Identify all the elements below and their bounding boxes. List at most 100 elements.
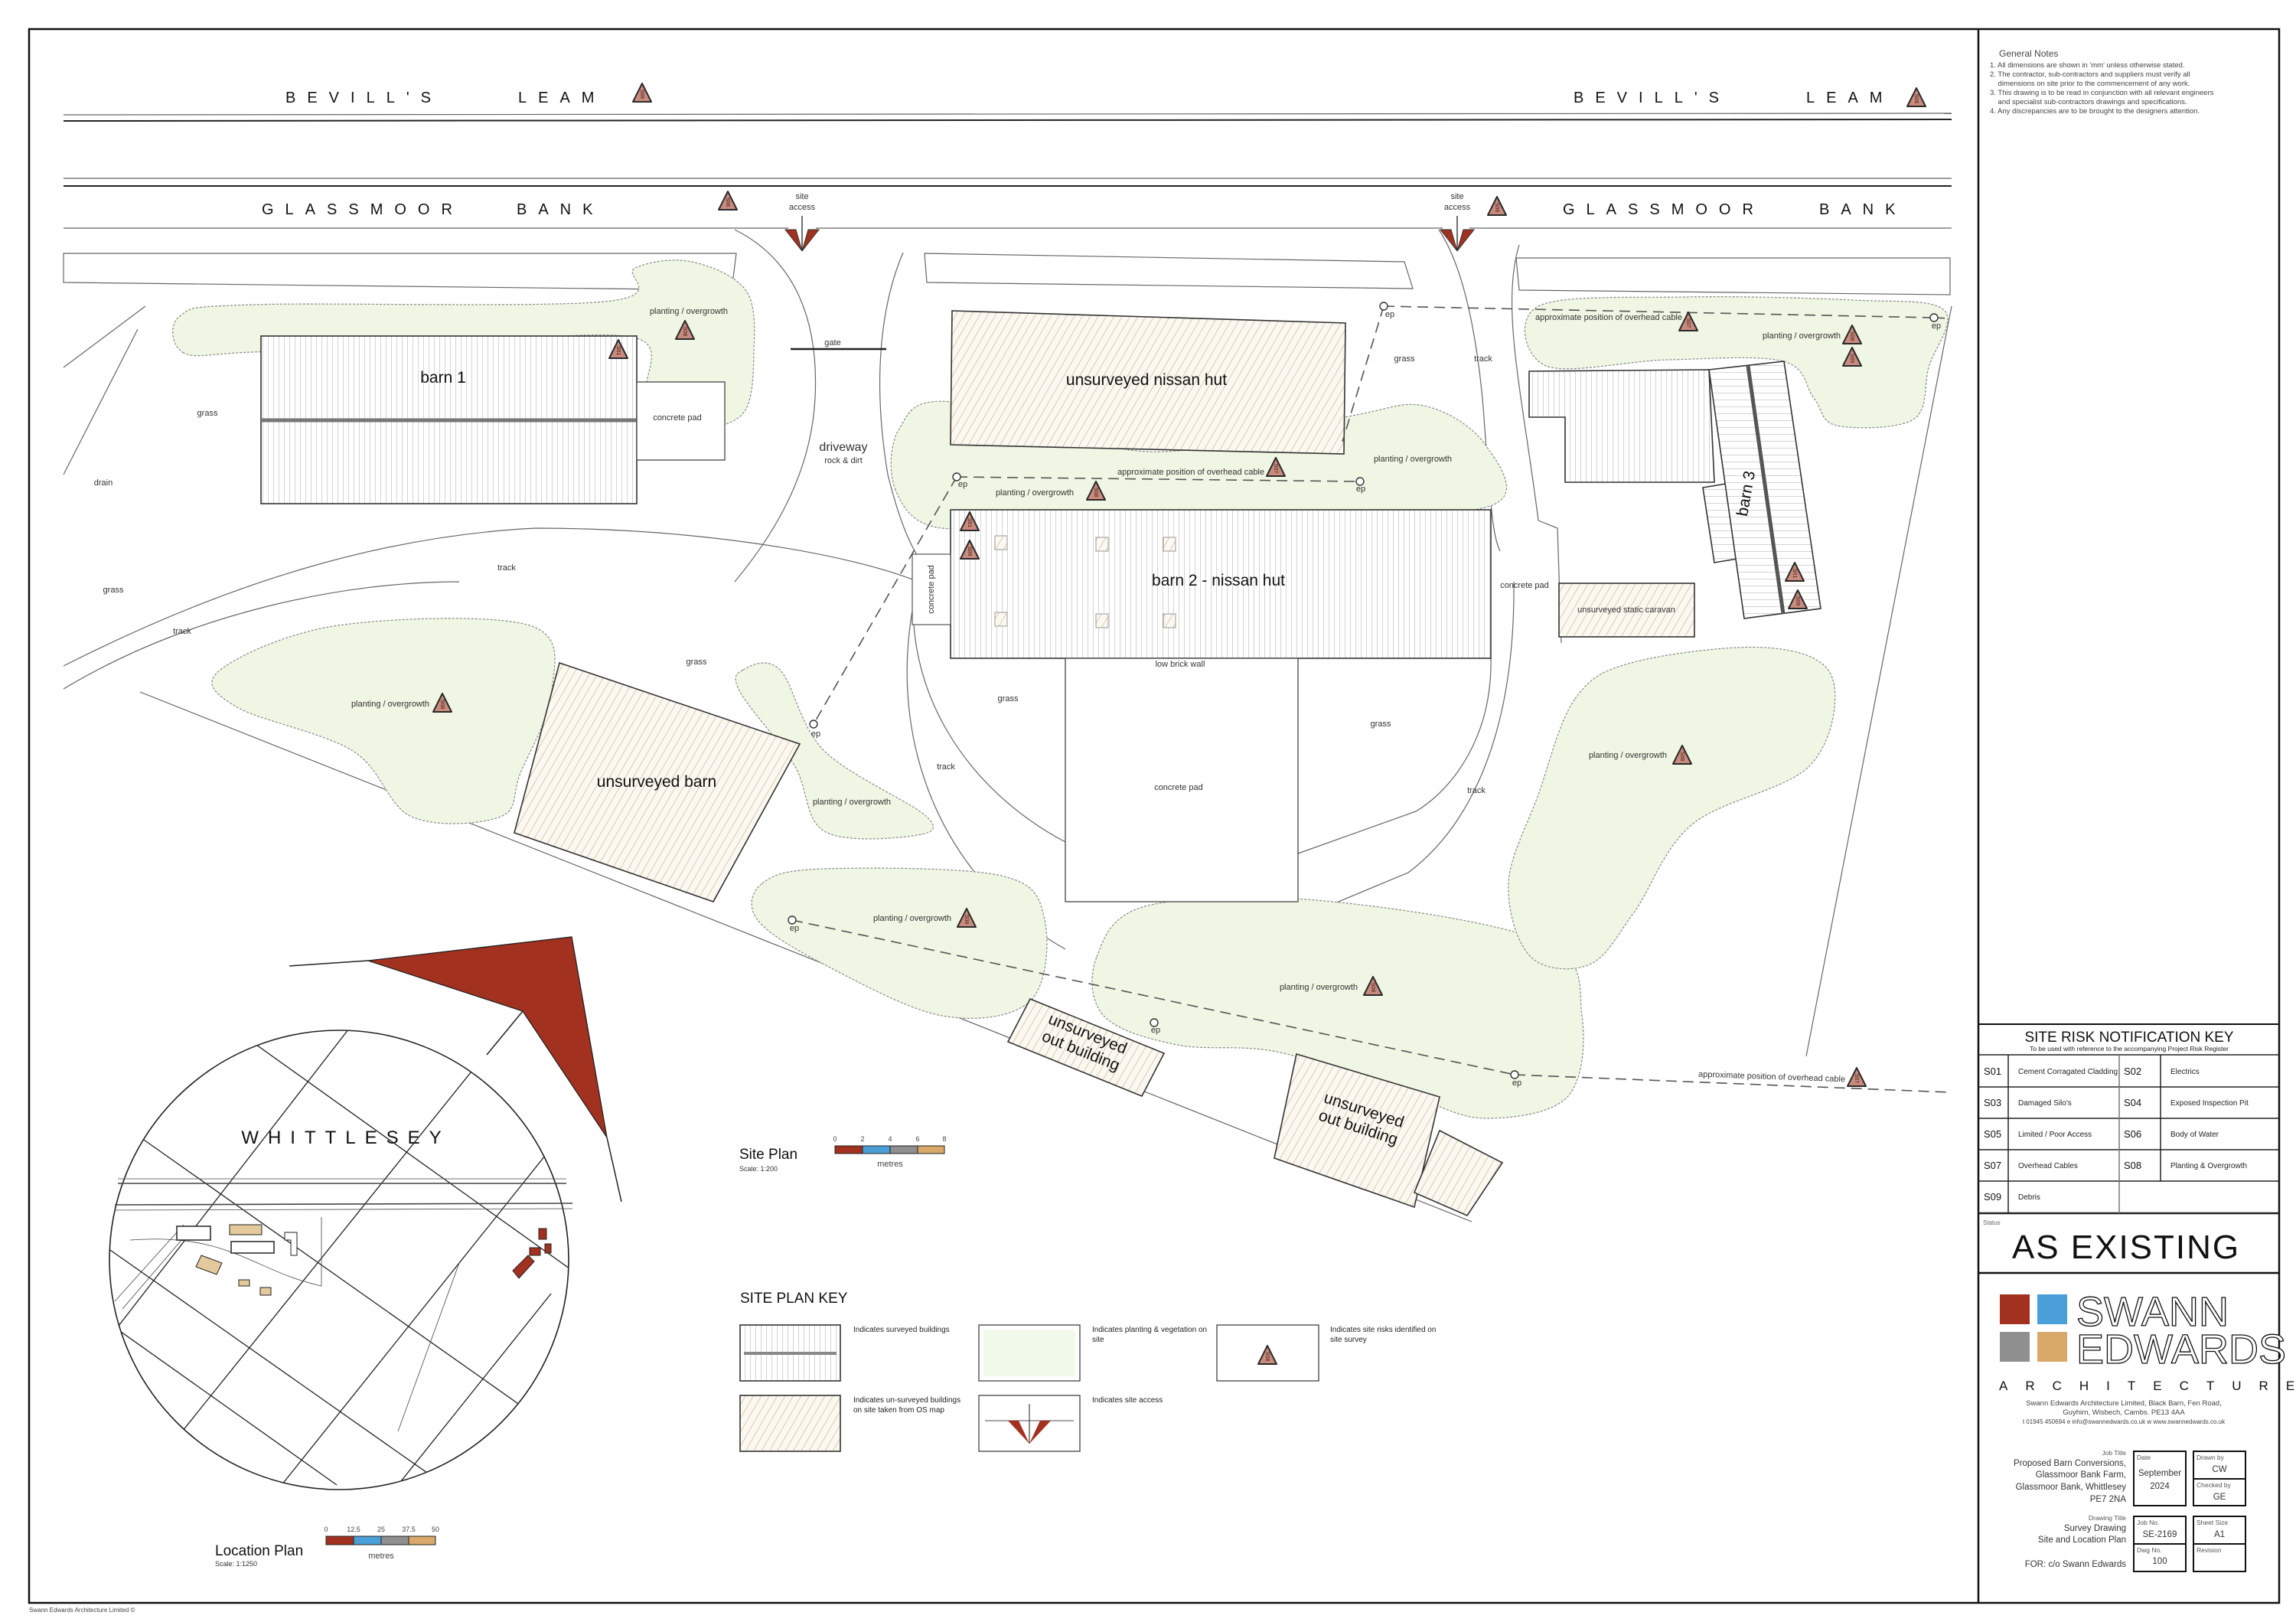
drawing-title-line: Site and Location Plan [2038, 1536, 2126, 1545]
job-title-line: Glassmoor Bank, Whittlesey [2016, 1483, 2127, 1492]
planting-label: planting / overgrowth [873, 914, 951, 923]
planting-label: planting / overgrowth [813, 798, 891, 807]
driveway-sub-label: rock & dirt [824, 456, 863, 465]
gate-label: gate [824, 338, 840, 348]
planting-label: planting / overgrowth [1589, 751, 1667, 760]
company-address: Swann Edwards Architecture Limited, Blac… [2026, 1399, 2222, 1408]
risk-warning-icon: S08 [1363, 976, 1383, 996]
key-risks-text: site survey [1330, 1336, 1367, 1344]
status-value: AS EXISTING [2012, 1229, 2240, 1266]
scale-unit: metres [368, 1552, 394, 1561]
site-access-label: access [789, 203, 816, 212]
planting-area [735, 662, 934, 840]
barn-2-nissan-hut [950, 509, 1492, 659]
low-brick-wall-label: low brick wall [1156, 660, 1205, 669]
overhead-cables [788, 302, 1951, 1093]
risk-warning-icon: S06 [718, 191, 738, 211]
building-label: barn 2 - nissan hut [1152, 572, 1285, 589]
risk-warning-icon: S06 [632, 83, 652, 103]
site-plan: site access site access BEVILL'S LEAM BE… [63, 83, 1952, 1452]
risk-warning-icon: S08 [1086, 481, 1106, 501]
risk-warning-icon: S08 [1672, 745, 1692, 765]
location-buildings [176, 1224, 552, 1296]
site-plan-key: SITE PLAN KEY Indicates surveyed buildin… [739, 1291, 1436, 1452]
key-planting-swatch [983, 1330, 1075, 1376]
location-roads [114, 1178, 573, 1432]
unsurveyed-out-building [1006, 997, 1166, 1098]
location-circle [109, 1030, 569, 1490]
risk-warning-icon: S06 [1906, 87, 1926, 107]
road-name-bevills: BEVILL'S [285, 90, 442, 106]
road-name-leam: LEAM [1806, 90, 1893, 106]
svg-text:S08: S08 [682, 327, 687, 337]
site-access-label: site [795, 192, 808, 201]
road-name-glassmoor: GLASSMOOR [1563, 201, 1765, 218]
svg-text:S08: S08 [1264, 1352, 1270, 1362]
location-plan-scale: Location Plan Scale: 1:1250 0 12.5 25 37… [215, 1526, 439, 1568]
track-label: track [1467, 786, 1486, 795]
svg-text:S06: S06 [725, 197, 730, 207]
risk-key-title: SITE RISK NOTIFICATION KEY [2024, 1030, 2233, 1046]
key-risks-text: Indicates site risks identified on [1330, 1326, 1436, 1334]
job-title-line: PE7 2NA [2090, 1495, 2127, 1504]
building-label: unsurveyed barn [597, 773, 716, 791]
risk-description: Limited / Poor Access [2018, 1131, 2092, 1139]
svg-text:S01: S01 [1792, 569, 1797, 579]
risk-description: Exposed Inspection Pit [2170, 1099, 2249, 1108]
ep-label: ep [958, 480, 967, 489]
buildings [260, 310, 1821, 1217]
svg-text:S07: S07 [1273, 464, 1278, 474]
grass-label: grass [103, 586, 124, 595]
risk-description: Overhead Cables [2018, 1162, 2078, 1170]
unsurveyed-barn [514, 661, 801, 902]
road-name-leam: LEAM [518, 90, 605, 106]
concrete-pad-label: concrete pad [927, 565, 936, 614]
site-access-label: access [1444, 203, 1471, 212]
footer-copyright: Swann Edwards Architecture Limited © [29, 1607, 135, 1614]
concrete-pad-label: concrete pad [1500, 581, 1549, 590]
risk-warning-icon: S09 [1842, 347, 1862, 367]
grass-label: grass [1394, 354, 1415, 364]
risk-code: S07 [1984, 1160, 2001, 1171]
track-label: track [937, 762, 955, 772]
risk-warning-icon: S07 [1266, 457, 1286, 477]
ep-label: ep [790, 924, 799, 933]
building-label: barn 1 [420, 369, 466, 387]
revision-label: Revision [2197, 1546, 2222, 1554]
risk-warning-icon: S01 [960, 511, 980, 531]
svg-text:S08: S08 [439, 700, 445, 710]
drawing-title-line: Survey Drawing [2064, 1524, 2126, 1533]
risk-warning-icon: S01 [608, 339, 628, 359]
unsurveyed-static-caravan [1558, 583, 1695, 638]
dwg-no-value: 100 [2152, 1557, 2167, 1566]
risk-description: Damaged Silo's [2018, 1099, 2072, 1108]
job-title-label: Job Title [2102, 1449, 2126, 1457]
key-unsurveyed-text: Indicates un-surveyed buildings [853, 1396, 960, 1405]
scale-tick: 25 [377, 1526, 385, 1533]
location-town-label: WHITTLESEY [241, 1128, 450, 1148]
client-line: FOR: c/o Swann Edwards [2025, 1560, 2127, 1569]
key-risk-warning-icon: S08 [1257, 1345, 1277, 1365]
job-title-line: Proposed Barn Conversions, [2014, 1459, 2126, 1468]
scale-unit: metres [877, 1160, 903, 1169]
risk-code: S08 [2124, 1160, 2141, 1171]
concrete-pad-label: concrete pad [653, 413, 702, 423]
logo-text-edwards: EDWARDS [2076, 1327, 2286, 1372]
logo-text-swann: SWANN [2076, 1289, 2229, 1335]
risk-warning-icon: S09 [960, 540, 980, 560]
drain-label: drain [94, 478, 113, 488]
general-notes: General Notes 1. All dimensions are show… [1990, 48, 2214, 116]
site-risk-key: SITE RISK NOTIFICATION KEY To be used wi… [1978, 1023, 2279, 1215]
planting-area [1524, 296, 1949, 429]
track-label: track [173, 627, 191, 636]
scale-tick: 37.5 [402, 1526, 416, 1533]
drawn-by-label: Drawn by [2197, 1454, 2225, 1461]
key-surveyed-text: Indicates surveyed buildings [853, 1326, 950, 1334]
svg-text:S08: S08 [964, 915, 969, 925]
job-title-line: Glassmoor Bank Farm, [2036, 1470, 2126, 1480]
grass-label: grass [1371, 720, 1391, 729]
risk-warning-icon: S08 [432, 693, 452, 713]
area-labels: planting / overgrowth planting / overgro… [94, 307, 1941, 1088]
general-note-line: and specialist sub-contractors drawings … [1990, 98, 2187, 106]
key-planting-text: Indicates planting & vegetation on [1092, 1326, 1207, 1334]
